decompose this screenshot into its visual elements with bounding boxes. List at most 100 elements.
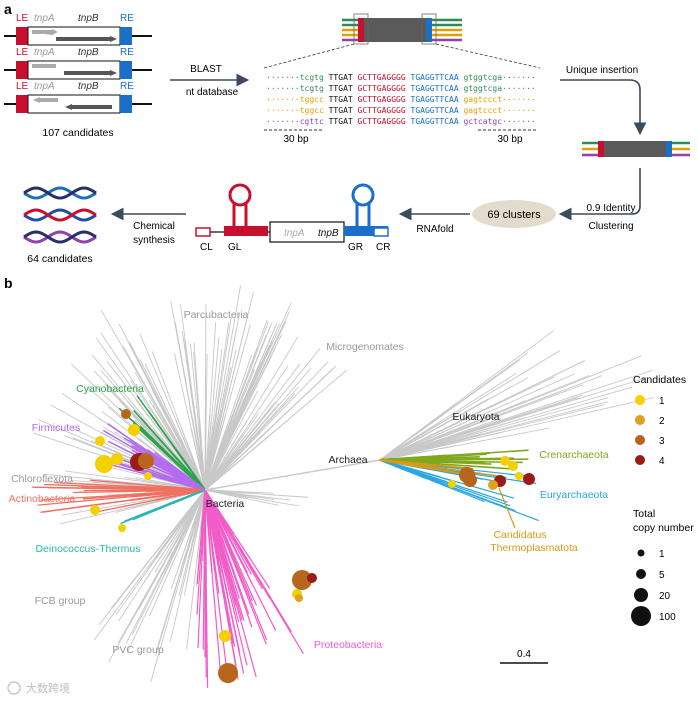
clade-euryarchaeota: Euryarchaeota	[540, 489, 608, 501]
candidate-dot	[448, 480, 456, 488]
legend-size-dot	[637, 549, 645, 557]
tnpB-label: tnpB	[78, 13, 99, 24]
blast-db-label: nt database	[186, 87, 239, 98]
legend-swatch	[635, 435, 645, 445]
candidate-dot	[121, 409, 131, 419]
watermark: 大数跨境	[26, 681, 70, 695]
clade-proteobacteria: Proteobacteria	[314, 639, 382, 651]
rna-tnpA-label: tnpA	[284, 228, 305, 239]
alignment-row: ·······cgttc TTGAT GCTTGAGGGG TGAGGTTCAA…	[266, 117, 536, 126]
legend-size-dot	[634, 588, 648, 602]
clade-chloroflexota: Chloroflexota	[11, 473, 73, 485]
tnpB-reverse-arrow-icon	[65, 104, 72, 110]
clade-bacteria: Bacteria	[206, 498, 245, 510]
candidate-dot	[218, 663, 238, 683]
candidate-dot	[90, 505, 100, 515]
candidate-dot	[95, 455, 113, 473]
red-hairpin-loop-icon	[228, 183, 252, 207]
tnpA-arrow-icon	[32, 29, 58, 35]
unique-insertion-label: Unique insertion	[566, 65, 638, 76]
clade-firmicutes: Firmicutes	[32, 422, 80, 434]
candidate-dot	[515, 472, 523, 480]
tnpB-label: tnpB	[78, 81, 99, 92]
legend-copy-label: 100	[659, 612, 676, 623]
clusters-label: 69 clusters	[487, 209, 541, 221]
legend-copy-title-1: Total	[633, 508, 655, 520]
unique-insertion-arrow	[560, 79, 647, 136]
clade-pvc: PVC group	[112, 644, 164, 656]
tnpB-arrow-icon	[110, 36, 117, 42]
candidate-dot	[138, 453, 154, 469]
panel-b-label: b	[4, 275, 13, 291]
candidate-dot	[95, 436, 105, 446]
legend-candidates-label: 4	[659, 456, 665, 467]
candidate-dot	[463, 473, 477, 487]
clade-fcb: FCB group	[35, 595, 86, 607]
candidate-dot	[508, 461, 518, 471]
construct-group: LE RE tnpA tnpB LE RE tnpA tnpB LE RE tn…	[4, 13, 152, 139]
construct-row	[4, 94, 152, 114]
construct-row	[4, 60, 152, 80]
clade-archaea: Archaea	[328, 454, 367, 466]
rnafold-label: RNAfold	[416, 224, 453, 235]
blue-hairpin-loop-icon	[351, 183, 375, 207]
legend-copy-label: 5	[659, 570, 665, 581]
clade-microgenomates: Microgenomates	[326, 341, 404, 353]
rna-tnpB-label: tnpB	[318, 228, 339, 239]
clade-eukaryota: Eukaryota	[452, 411, 499, 423]
alignment-row: ·······tggcc TTGAT GCTTGAGGGG TGAGGTTCAA…	[266, 95, 536, 104]
candidate-dot	[144, 472, 152, 480]
le-label: LE	[16, 47, 29, 58]
clade-crenarchaeota: Crenarchaeota	[539, 449, 609, 461]
clade-actinobacteria: Actinobacteria	[9, 493, 76, 505]
bp-left-label: 30 bp	[283, 134, 308, 145]
final-count: 64 candidates	[27, 253, 92, 265]
tnpA-label: tnpA	[34, 47, 55, 58]
sequence-alignment: ·······tcgtg TTGAT GCTTGAGGGG TGAGGTTCAA…	[266, 73, 536, 126]
re-label: RE	[120, 47, 134, 58]
alignment-row: ·······tcgtg TTGAT GCTTGAGGGG TGAGGTTCAA…	[266, 84, 536, 93]
tnpA-label: tnpA	[34, 13, 55, 24]
tnpB-label: tnpB	[78, 47, 99, 58]
clade-parcubacteria: Parcubacteria	[184, 309, 249, 321]
candidate-dot	[292, 570, 312, 590]
synthesis-label-2: synthesis	[133, 235, 175, 246]
candidate-dot	[523, 473, 535, 485]
legend-candidates-label: 3	[659, 436, 665, 447]
watermark-logo-icon	[7, 681, 21, 695]
synthesis-label-1: Chemical	[133, 221, 175, 232]
legend-candidates-label: 2	[659, 416, 665, 427]
cl-label: CL	[200, 242, 213, 253]
construct-count: 107 candidates	[42, 127, 113, 139]
panel-a-label: a	[4, 1, 12, 17]
legend-copy-label: 1	[659, 549, 665, 560]
clade-candidatus: Candidatus	[493, 529, 546, 541]
gr-label: GR	[348, 242, 363, 253]
rna-helices-icon	[23, 186, 97, 244]
legend-candidates-title: Candidates	[633, 374, 686, 386]
clustering-label: Clustering	[588, 221, 633, 232]
legend-swatch	[635, 415, 645, 425]
tnpA-label: tnpA	[34, 81, 55, 92]
legend-size-dot	[631, 606, 651, 626]
legend-swatch	[635, 455, 645, 465]
construct-row	[4, 26, 152, 46]
candidate-dot	[111, 453, 123, 465]
candidate-dot	[118, 524, 126, 532]
bp-right-label: 30 bp	[497, 134, 522, 145]
legend-swatch	[635, 395, 645, 405]
scale-label: 0.4	[517, 649, 531, 660]
clade-cyanobacteria: Cyanobacteria	[76, 383, 144, 395]
unique-insertions	[582, 141, 690, 157]
alignment-row: ·······tcgtg TTGAT GCTTGAGGGG TGAGGTTCAA…	[266, 73, 536, 82]
candidate-dot	[128, 424, 140, 436]
re-label: RE	[120, 81, 134, 92]
rna-structure: tnpA tnpB CL GL GR CR	[195, 183, 390, 253]
alignment-row: ·······tggcc TTGAT GCTTGAGGGG TGAGGTTCAA…	[266, 106, 536, 115]
candidate-dot	[500, 456, 510, 466]
tnpB-arrow-icon	[110, 70, 117, 76]
gl-label: GL	[228, 242, 242, 253]
